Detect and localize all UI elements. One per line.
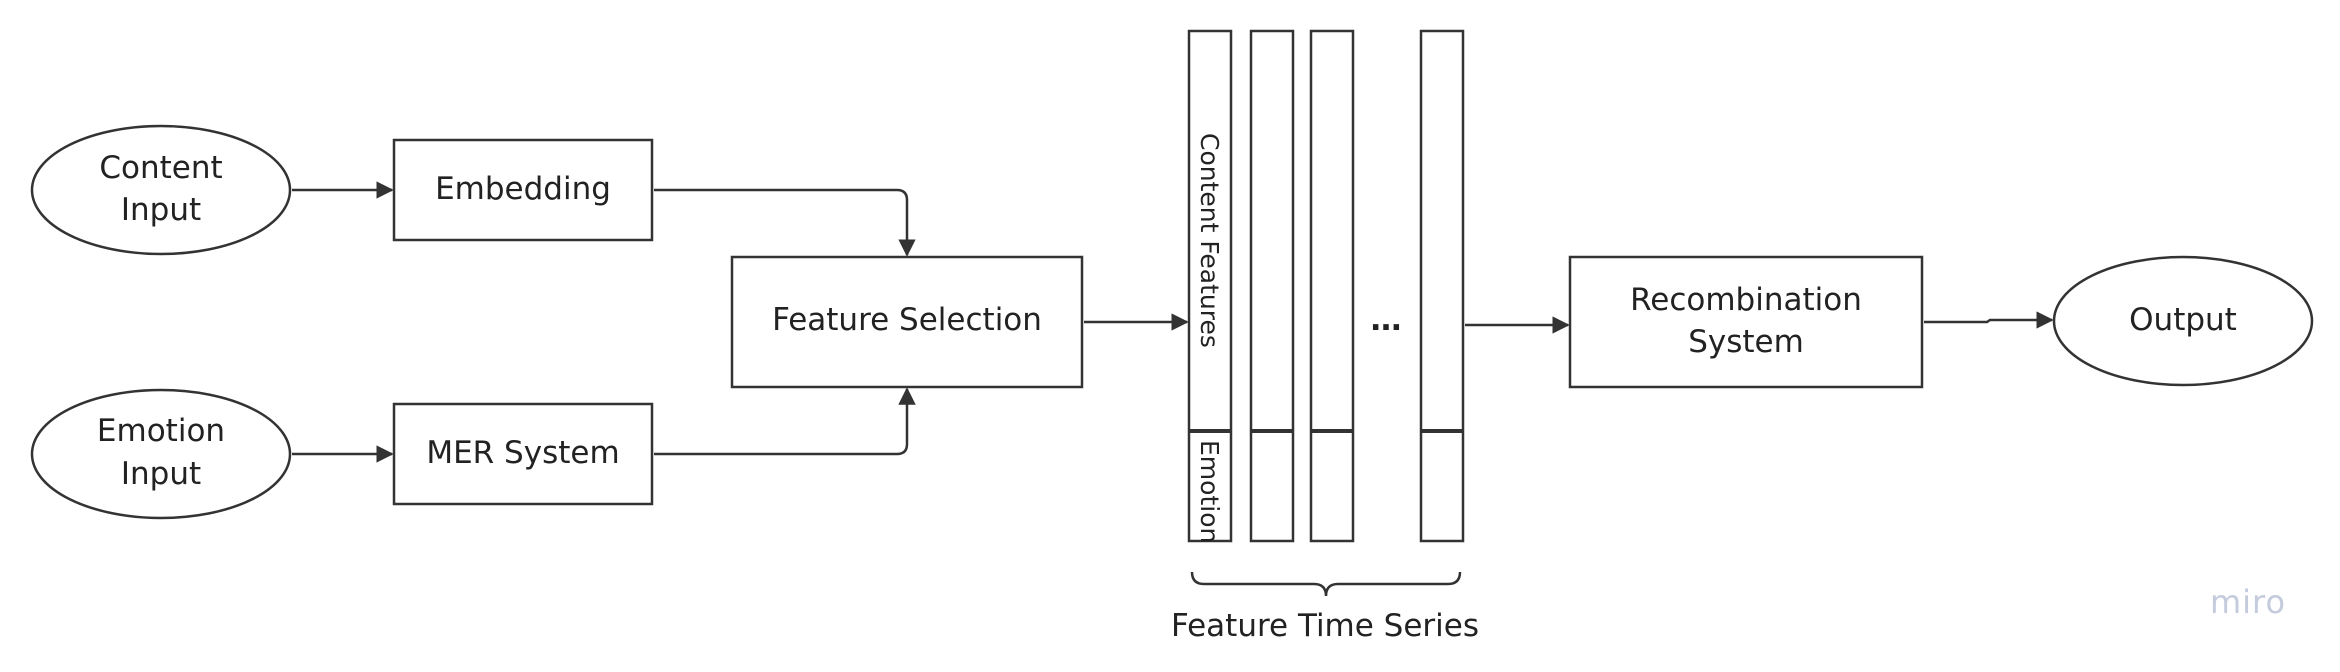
- content-features-label: Content Features: [1195, 133, 1224, 348]
- feature-selection-node[interactable]: Feature Selection: [730, 255, 1084, 389]
- time-step-column-last[interactable]: [1419, 29, 1465, 543]
- emotion-input-label-line1: Emotion: [97, 413, 225, 449]
- miro-watermark: miro: [2210, 583, 2286, 621]
- time-series-brace: [1190, 571, 1462, 597]
- feature-time-series-caption: Feature Time Series: [1171, 608, 1479, 644]
- mer-system-label: MER System: [426, 435, 619, 471]
- embedding-node[interactable]: Embedding: [392, 138, 654, 242]
- content-input-label-line1: Content: [99, 150, 222, 186]
- mer-system-node[interactable]: MER System: [392, 402, 654, 506]
- content-input-node[interactable]: Content Input: [30, 124, 292, 256]
- arrow-recombination-to-output: [1924, 311, 2054, 329]
- recombination-label-line1: Recombination: [1630, 282, 1862, 318]
- feature-selection-label: Feature Selection: [772, 302, 1042, 338]
- recombination-system-node[interactable]: Recombination System: [1568, 255, 1924, 389]
- arrow-embedding-to-feature-selection: [654, 188, 916, 257]
- time-step-column-1[interactable]: Content Features Emotion: [1187, 29, 1233, 543]
- output-label: Output: [2129, 302, 2237, 338]
- time-step-column-3[interactable]: [1309, 29, 1355, 543]
- output-node[interactable]: Output: [2052, 255, 2314, 387]
- ellipsis-more-steps: …: [1371, 302, 1402, 338]
- content-input-label-line2: Input: [121, 192, 201, 228]
- emotion-features-label: Emotion: [1195, 440, 1224, 543]
- emotion-input-node[interactable]: Emotion Input: [30, 388, 292, 520]
- arrow-mer-to-feature-selection: [654, 387, 916, 456]
- time-step-column-2[interactable]: [1249, 29, 1295, 543]
- recombination-label-line2: System: [1688, 324, 1804, 360]
- feature-time-series: Content Features Emotion … Feature Time …: [1171, 29, 1479, 644]
- emotion-input-label-line2: Input: [121, 456, 201, 492]
- connectors: [292, 181, 2054, 463]
- embedding-label: Embedding: [435, 171, 611, 207]
